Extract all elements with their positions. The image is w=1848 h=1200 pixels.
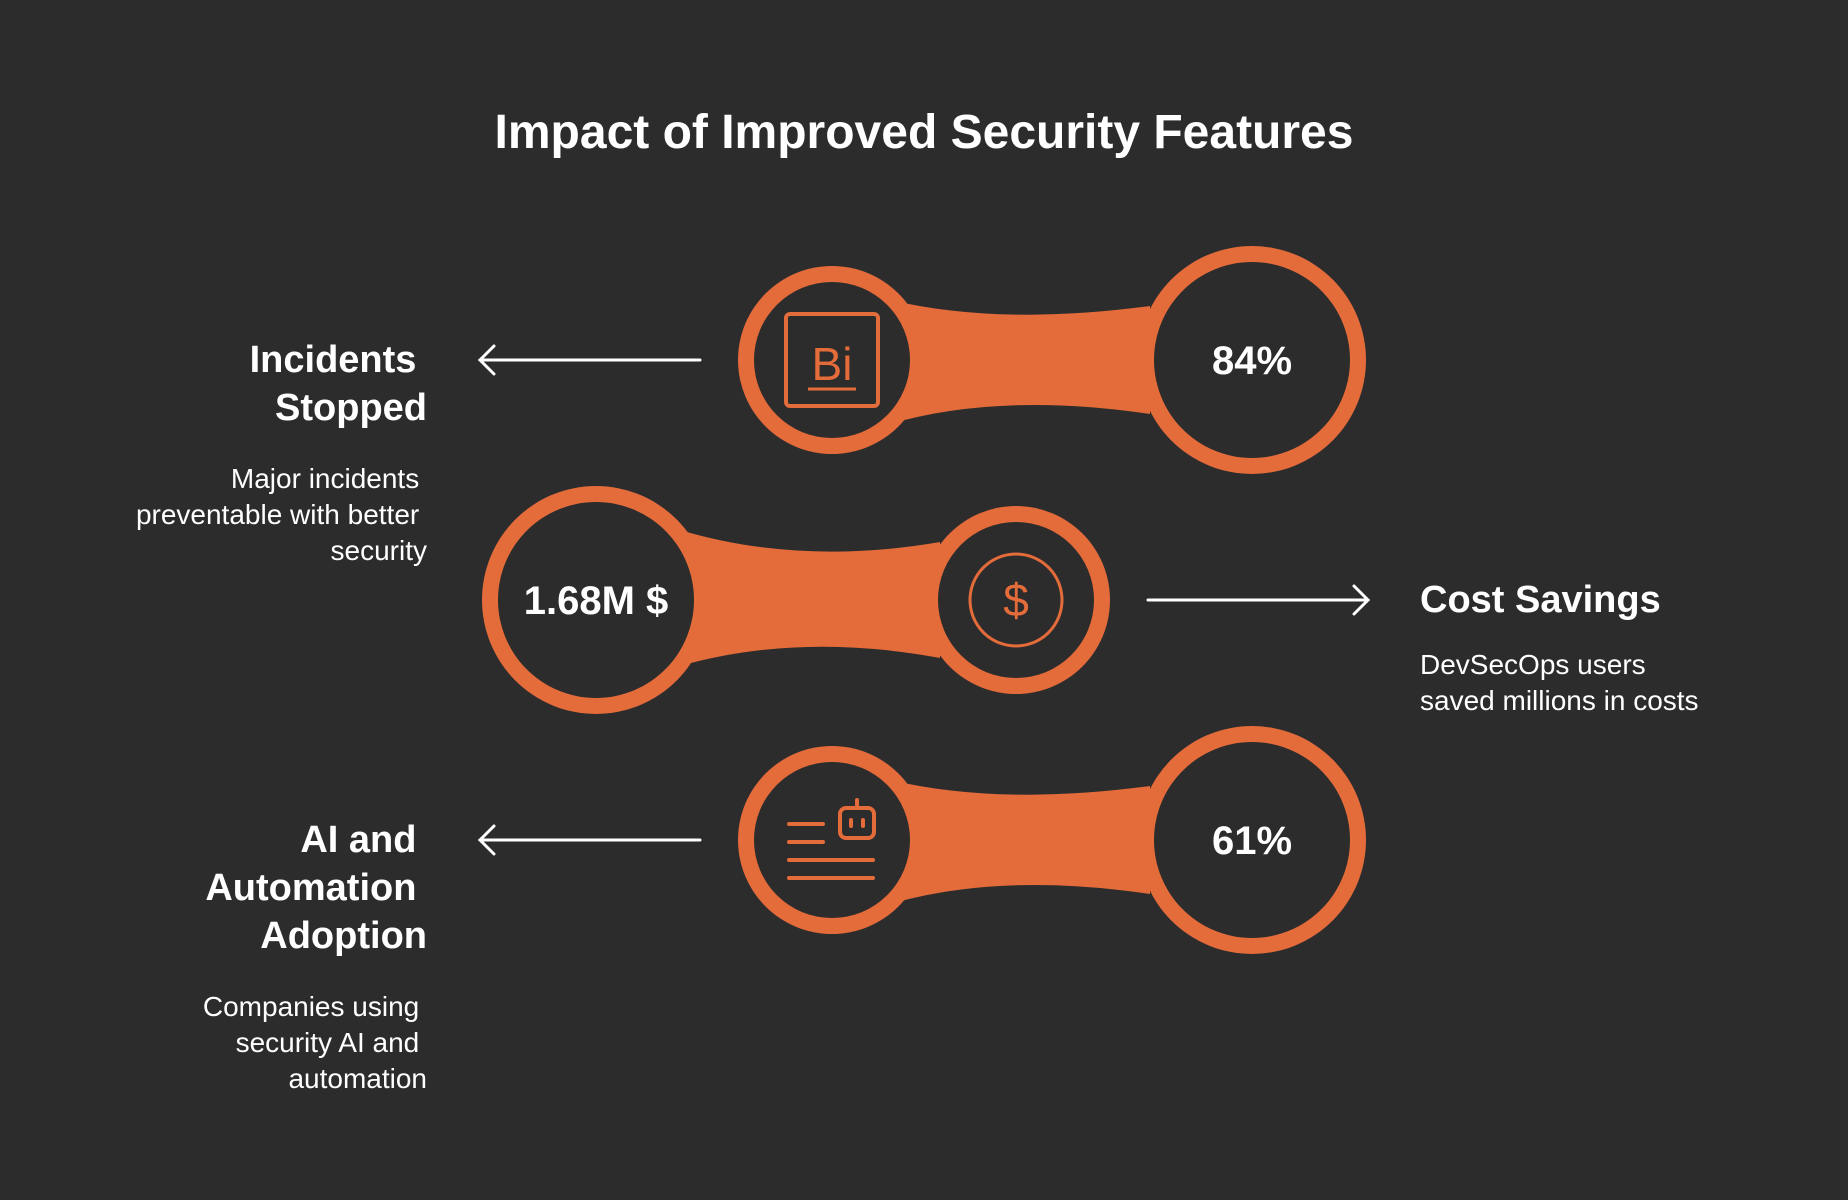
heading-line: Adoption bbox=[260, 915, 427, 957]
description-line: preventable with better bbox=[136, 499, 419, 530]
description: Companies using security AI and automati… bbox=[203, 991, 427, 1094]
description-line: security bbox=[331, 535, 427, 566]
row-cost-savings: $ 1.68M $ Cost Savings DevSecOps users s… bbox=[482, 486, 1699, 716]
description-line: Major incidents bbox=[231, 463, 419, 494]
dollar-icon: $ bbox=[968, 552, 1064, 648]
heading: AI and Automation Adoption bbox=[205, 819, 427, 957]
description: Major incidents preventable with better … bbox=[136, 463, 427, 566]
arrow-left bbox=[477, 344, 702, 376]
icon-circle bbox=[938, 522, 1094, 678]
arrow-left bbox=[477, 824, 702, 856]
connector-band bbox=[890, 780, 1150, 904]
heading-line: Automation bbox=[205, 867, 416, 909]
heading: Cost Savings bbox=[1420, 579, 1661, 621]
heading-line: Incidents bbox=[250, 339, 417, 381]
arrow-right bbox=[1146, 584, 1371, 616]
heading-line: AI and bbox=[300, 819, 416, 861]
page-title: Impact of Improved Security Features bbox=[495, 106, 1354, 159]
connector-band bbox=[680, 530, 940, 666]
bi-icon: Bi bbox=[784, 312, 880, 408]
value-circle bbox=[1154, 742, 1350, 938]
description-line: saved millions in costs bbox=[1420, 685, 1699, 716]
heading-line: Stopped bbox=[275, 387, 427, 429]
row-ai-automation: 61% AI and Automation Adoption Companies… bbox=[203, 726, 1366, 1094]
value-label: 61% bbox=[1212, 819, 1292, 863]
value-circle bbox=[1154, 262, 1350, 458]
icon-circle bbox=[754, 762, 910, 918]
robot-document-icon bbox=[787, 798, 876, 880]
svg-text:$: $ bbox=[1003, 574, 1029, 626]
value-label: 84% bbox=[1212, 339, 1292, 383]
description-line: automation bbox=[288, 1063, 427, 1094]
heading: Incidents Stopped bbox=[250, 339, 427, 429]
description-line: DevSecOps users bbox=[1420, 649, 1646, 680]
svg-text:Bi: Bi bbox=[812, 338, 853, 390]
connector-band bbox=[890, 300, 1150, 424]
value-label: 1.68M $ bbox=[524, 579, 669, 623]
icon-circle bbox=[754, 282, 910, 438]
description-line: Companies using bbox=[203, 991, 419, 1022]
description: DevSecOps users saved millions in costs bbox=[1420, 649, 1699, 716]
value-circle bbox=[498, 502, 694, 698]
description-line: security AI and bbox=[236, 1027, 420, 1058]
row-incidents-stopped: Bi 84% Incidents Stopped Major incidents… bbox=[136, 246, 1366, 566]
